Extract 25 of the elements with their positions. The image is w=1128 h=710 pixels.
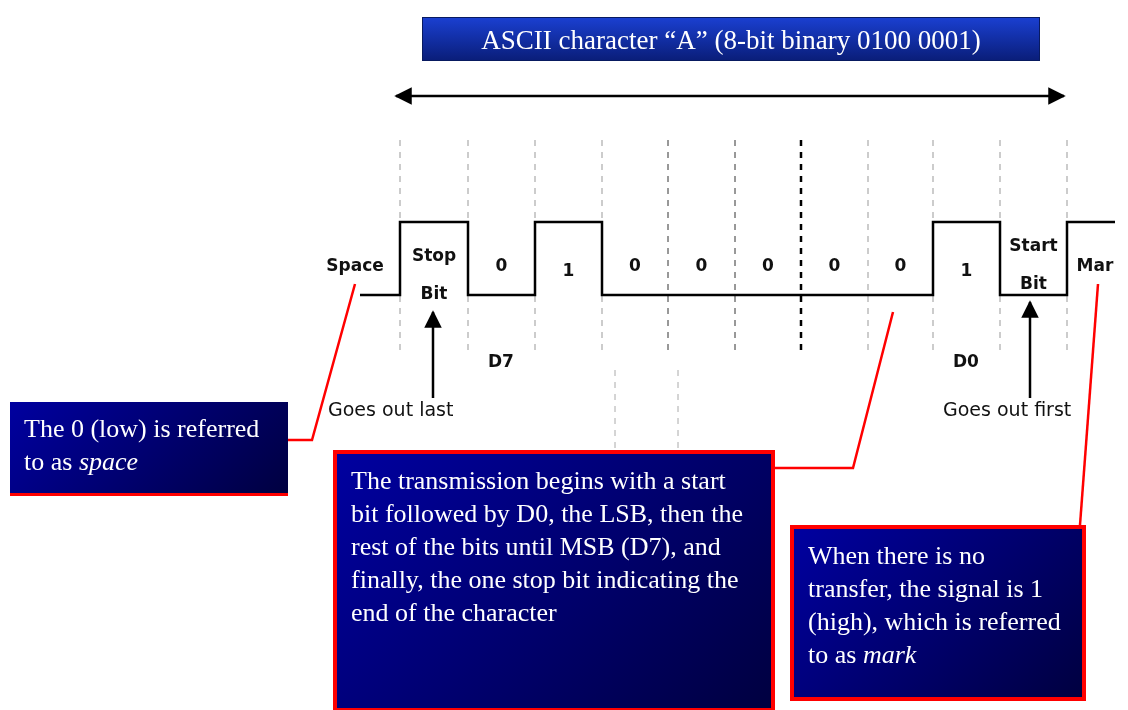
bit-label: 0 xyxy=(468,246,535,284)
bit-label: 0 xyxy=(602,246,668,284)
bit-label: 0 xyxy=(668,246,735,284)
leader-line xyxy=(1078,283,1100,526)
bit-index-label: D7 xyxy=(488,350,514,373)
bit-label: 0 xyxy=(801,246,868,284)
bit-label: 0 xyxy=(735,246,801,284)
leader-line xyxy=(288,283,357,442)
bit-label: Mar xyxy=(1068,246,1122,284)
bit-index-label: D0 xyxy=(953,350,979,373)
arrow xyxy=(424,310,442,398)
bit-label: 1 xyxy=(933,251,1000,289)
bit-label: 1 xyxy=(535,251,602,289)
callout-box: When there is no transfer, the signal is 1 (high), which is referred to as mark xyxy=(790,525,1086,701)
bit-label: Stop Bit xyxy=(402,236,466,312)
arrow-caption: Goes out last xyxy=(328,398,454,420)
callout-box: The 0 (low) is referred to as space xyxy=(10,402,288,496)
bit-label: Start Bit xyxy=(1000,226,1067,302)
title-banner: ASCII character “A” (8-bit binary 0100 0001) xyxy=(422,17,1040,61)
bit-label: Space xyxy=(320,246,390,284)
bit-label: 0 xyxy=(868,246,933,284)
arrow xyxy=(1021,300,1039,398)
leader-line xyxy=(775,311,895,470)
callout-box: The transmission begins with a start bit followed by D0, the LSB, then the rest of the bits until MSB (D7), and finally, the one stop bit indicating the end of the character xyxy=(333,450,775,710)
arrow-caption: Goes out first xyxy=(943,398,1072,420)
